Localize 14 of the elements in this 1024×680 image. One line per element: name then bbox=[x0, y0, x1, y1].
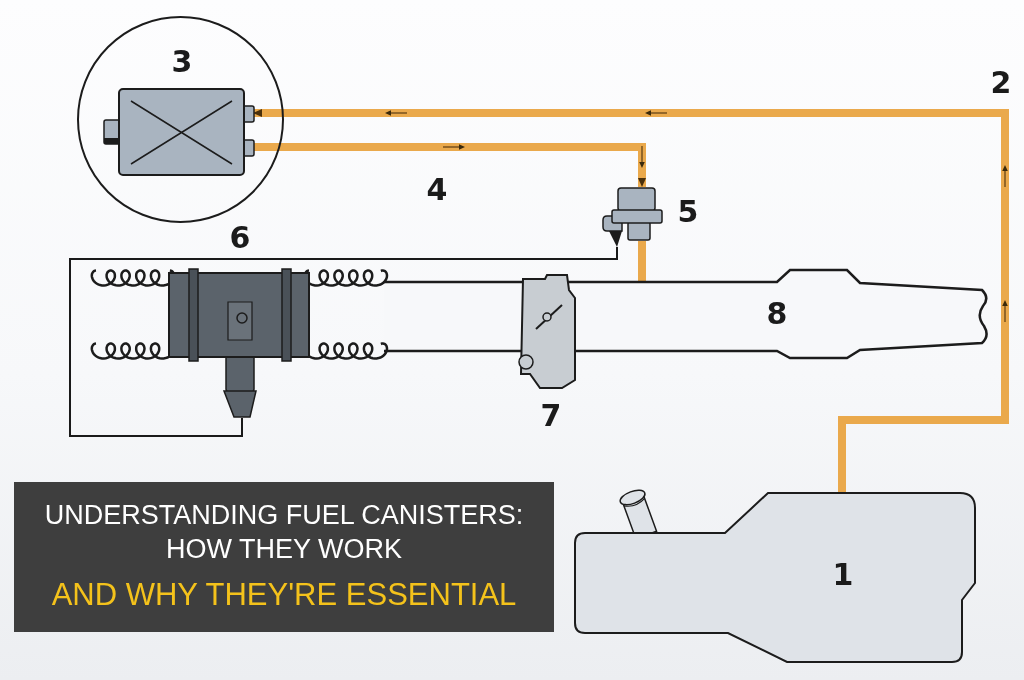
hose bbox=[253, 143, 646, 187]
callout-number: 5 bbox=[677, 196, 699, 228]
callout-number: 6 bbox=[229, 222, 251, 254]
detail-circle bbox=[77, 16, 284, 223]
title: UNDERSTANDING FUEL CANISTERS: HOW THEY WORK AND WHY THEY'RE ESSENTIAL bbox=[43, 499, 525, 614]
hose bbox=[638, 241, 646, 281]
callout-number: 8 bbox=[766, 298, 788, 330]
hose bbox=[253, 109, 1009, 493]
callout-number: 1 bbox=[832, 559, 854, 591]
callout-number: 7 bbox=[540, 400, 562, 432]
callout-number: 3 bbox=[171, 46, 193, 78]
wire bbox=[69, 246, 618, 437]
callout-number: 4 bbox=[426, 174, 448, 206]
callout-number: 2 bbox=[990, 67, 1012, 99]
